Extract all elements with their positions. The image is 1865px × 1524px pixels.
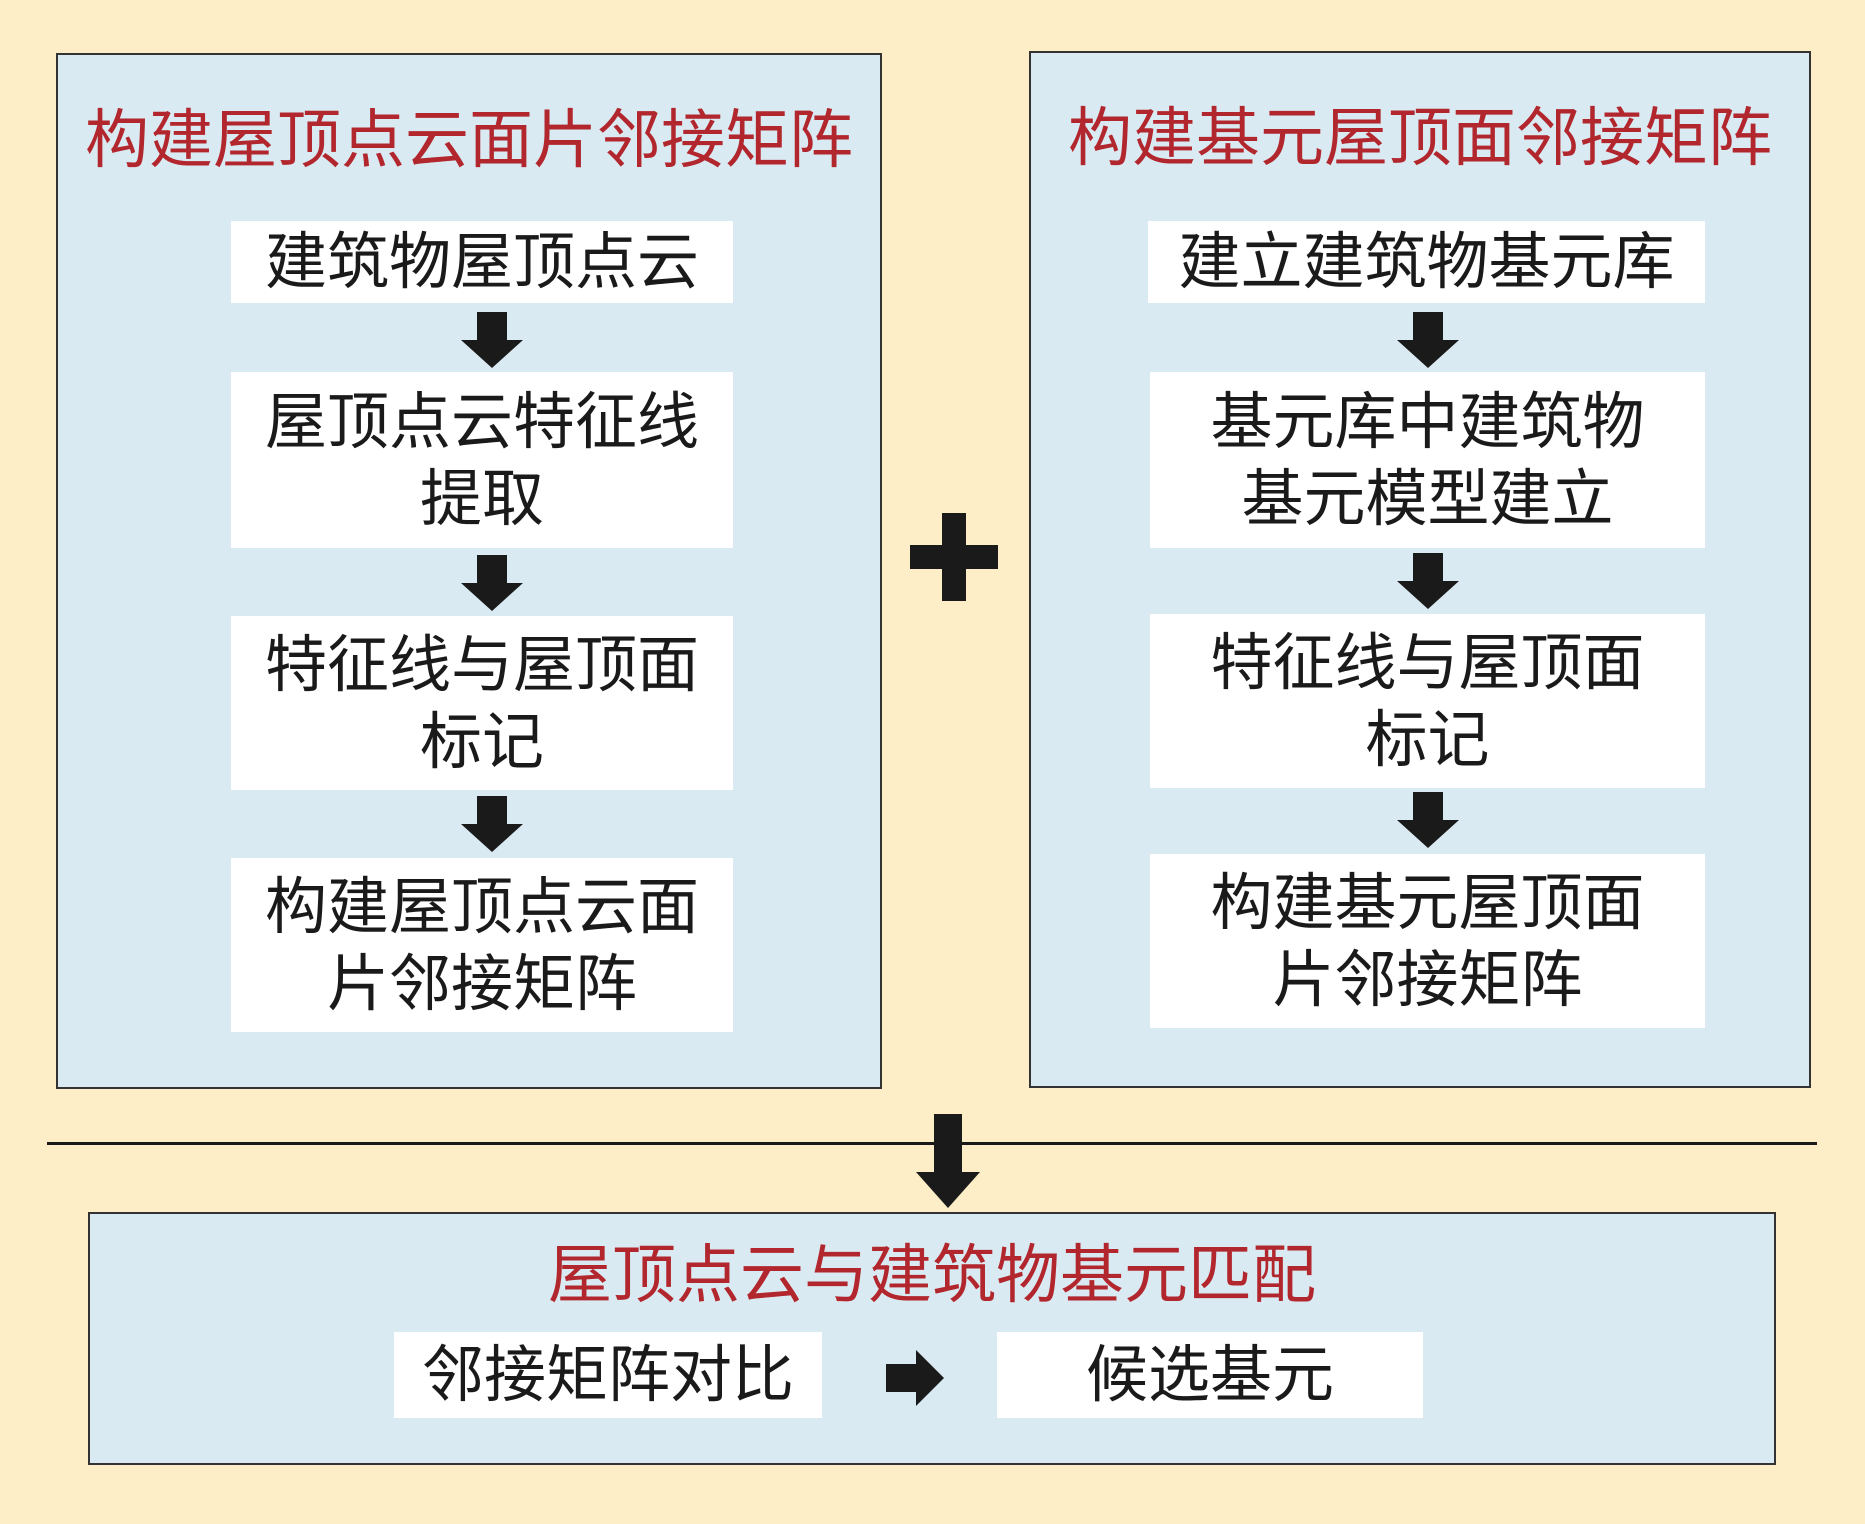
left-step-1-label: 建筑物屋顶点云 <box>264 225 699 299</box>
right-step-4-label: 构建基元屋顶面 片邻接矩阵 <box>1210 865 1645 1017</box>
arrow-down-icon <box>1397 792 1459 848</box>
matrix-compare-label: 邻接矩阵对比 <box>421 1338 794 1412</box>
left-step-3-label: 特征线与屋顶面 标记 <box>264 627 699 779</box>
arrow-right-icon <box>886 1350 944 1406</box>
arrow-down-icon <box>1397 312 1459 368</box>
divider-line <box>47 1142 1817 1145</box>
left-panel: 构建屋顶点云面片邻接矩阵 建筑物屋顶点云 屋顶点云特征线 提取 特征线与屋顶面 … <box>56 53 882 1089</box>
right-step-3-label: 特征线与屋顶面 标记 <box>1210 625 1645 777</box>
arrow-down-icon <box>461 555 523 611</box>
right-step-3: 特征线与屋顶面 标记 <box>1150 614 1705 788</box>
matrix-compare-box: 邻接矩阵对比 <box>394 1332 822 1418</box>
right-panel: 构建基元屋顶面邻接矩阵 建立建筑物基元库 基元库中建筑物 基元模型建立 特征线与… <box>1029 51 1811 1088</box>
plus-icon <box>910 513 998 601</box>
bottom-panel: 屋顶点云与建筑物基元匹配 邻接矩阵对比 候选基元 <box>88 1212 1776 1465</box>
left-step-3: 特征线与屋顶面 标记 <box>231 616 733 790</box>
right-step-2-label: 基元库中建筑物 基元模型建立 <box>1210 384 1645 536</box>
arrow-down-icon <box>461 312 523 368</box>
left-step-1: 建筑物屋顶点云 <box>231 221 733 303</box>
bottom-panel-title: 屋顶点云与建筑物基元匹配 <box>548 1239 1316 1313</box>
right-panel-title: 构建基元屋顶面邻接矩阵 <box>1068 102 1772 176</box>
left-step-4-label: 构建屋顶点云面 片邻接矩阵 <box>264 869 699 1021</box>
right-step-4: 构建基元屋顶面 片邻接矩阵 <box>1150 854 1705 1028</box>
arrow-down-icon <box>916 1114 980 1208</box>
right-step-1: 建立建筑物基元库 <box>1148 221 1705 303</box>
left-panel-title: 构建屋顶点云面片邻接矩阵 <box>85 104 853 178</box>
arrow-down-icon <box>461 796 523 852</box>
right-step-1-label: 建立建筑物基元库 <box>1178 225 1675 299</box>
left-step-2-label: 屋顶点云特征线 提取 <box>264 384 699 536</box>
left-step-4: 构建屋顶点云面 片邻接矩阵 <box>231 858 733 1032</box>
candidate-primitive-box: 候选基元 <box>997 1332 1423 1418</box>
arrow-down-icon <box>1397 553 1459 609</box>
right-step-2: 基元库中建筑物 基元模型建立 <box>1150 372 1705 548</box>
candidate-primitive-label: 候选基元 <box>1085 1338 1334 1412</box>
left-step-2: 屋顶点云特征线 提取 <box>231 372 733 548</box>
